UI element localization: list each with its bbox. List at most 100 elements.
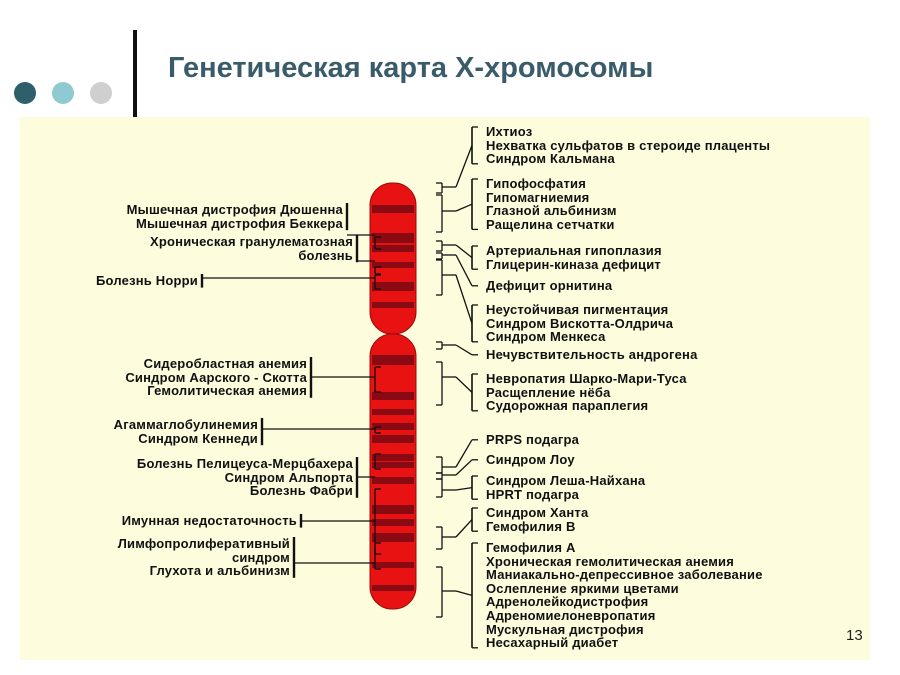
chromosome-band: [372, 519, 414, 526]
right-label-group: PRPS подагра: [486, 433, 579, 447]
disease-label: Неустойчивая пигментация: [486, 302, 669, 317]
left-label-group: Болезнь Норри: [96, 274, 198, 288]
disease-label: Глицерин-киназа дефицит: [486, 256, 661, 272]
right-connector-line: [455, 254, 473, 287]
disease-label: Дефицит орнитина: [486, 278, 613, 293]
chromosome-band: [372, 262, 414, 268]
decorative-dots: [14, 82, 112, 104]
disease-label: Маниакально-депрессивное заболевание: [486, 567, 763, 583]
right-connector-line: [455, 590, 473, 597]
chromosome-diagram: [200, 126, 478, 649]
disease-label: Расщепление нёба: [486, 384, 611, 400]
right-connector-line: [455, 376, 473, 393]
disease-label: HPRT подагра: [486, 486, 580, 502]
chromosome-band: [372, 355, 414, 365]
disease-label: Адренолейкодистрофия: [486, 594, 649, 610]
chromosome-band: [372, 392, 414, 400]
disease-label: Болезнь Фабри: [249, 483, 353, 499]
disease-label: Мышечная дистрофия Дюшенна: [126, 202, 343, 217]
disease-label: Гипомагниемия: [486, 189, 590, 205]
disease-label: Имунная недостаточность: [121, 513, 297, 528]
page-number: 13: [846, 627, 863, 644]
disease-label: Артериальная гипоплазия: [486, 243, 662, 258]
chromosome-band: [372, 245, 414, 252]
right-connector-line: [455, 344, 473, 356]
disease-label: Агаммаглобулинемия: [113, 417, 258, 432]
disease-label: Синдром Вискотта-Олдрича: [486, 315, 674, 331]
disease-label: Адреномиелоневропатия: [486, 607, 656, 623]
disease-label: Ращелина сетчатки: [486, 216, 615, 232]
disease-label: Сидеробластная анемия: [143, 356, 307, 371]
disease-label: Синдром Леша-Найхана: [486, 473, 646, 488]
disease-label: Гемофилия В: [486, 518, 576, 534]
left-label-group: Имунная недостаточность: [122, 514, 297, 528]
disease-label: Глухота и альбинизм: [149, 563, 290, 579]
disease-label: Синдром Альпорта: [224, 469, 353, 485]
right-label-group: Нечувствительность андрогена: [486, 348, 698, 362]
chromosome-band: [372, 562, 414, 568]
chromosome-band: [372, 302, 414, 308]
disease-label: Гемофилия А: [486, 540, 576, 555]
chromosome-band: [372, 435, 414, 443]
chromosome-band: [372, 205, 414, 213]
right-connector-line: [455, 145, 473, 188]
chromosome-band: [372, 409, 414, 415]
chromosome-band: [372, 282, 414, 291]
chromosome-band: [372, 505, 414, 514]
dot-dark: [14, 82, 36, 104]
title-divider: [133, 30, 137, 118]
right-label-group: Дефицит орнитина: [486, 279, 612, 293]
disease-label: PRPS подагра: [486, 432, 580, 447]
disease-label: Несахарный диабет: [486, 635, 619, 651]
right-connector-line: [455, 519, 473, 538]
disease-label: Хроническая гранулематозная: [150, 234, 353, 249]
disease-label: Синдром Лоу: [486, 452, 575, 467]
chromosome-band: [372, 462, 414, 468]
chromosome-band: [372, 477, 414, 484]
disease-label: Болезнь Пелицеуса-Мерцбахера: [136, 456, 353, 471]
disease-label: Мышечная дистрофия Беккера: [136, 215, 343, 231]
disease-label: Судорожная параплегия: [486, 398, 649, 414]
disease-label: Болезнь Норри: [96, 273, 198, 288]
right-connector-line: [455, 203, 473, 212]
disease-label: Ихтиоз: [486, 124, 533, 139]
right-label-group: Синдром Лоу: [486, 453, 575, 467]
right-connector-line: [455, 274, 473, 324]
disease-label: Синдром Кальмана: [486, 151, 615, 167]
disease-label: Лимфопролиферативный: [117, 536, 290, 551]
disease-label: Синдром Аарского - Скотта: [125, 369, 307, 385]
disease-label: синдром: [231, 549, 290, 565]
disease-label: Гемолитическая анемия: [147, 383, 307, 399]
right-connector-line: [455, 244, 473, 259]
disease-label: Нечувствительность андрогена: [486, 347, 698, 362]
dot-grey: [90, 82, 112, 104]
chromosome-band: [372, 585, 414, 591]
disease-label: Хроническая гемолитическая анемия: [486, 553, 735, 569]
disease-label: Синдром Ханта: [486, 505, 589, 520]
chromosome-band: [372, 423, 414, 430]
disease-label: Синдром Менкеса: [486, 329, 606, 345]
slide-title: Генетическая карта Х-хромосомы: [168, 52, 654, 84]
disease-label: Гипофосфатия: [486, 176, 586, 191]
disease-label: Глазной альбинизм: [486, 203, 617, 219]
disease-label: Невропатия Шарко-Мари-Туса: [486, 371, 687, 386]
chromosome-band: [372, 233, 414, 243]
right-connector-line: [455, 459, 473, 476]
chromosome-band: [372, 533, 414, 542]
disease-label: Ослепление яркими цветами: [486, 580, 679, 596]
disease-label: болезнь: [298, 247, 353, 263]
